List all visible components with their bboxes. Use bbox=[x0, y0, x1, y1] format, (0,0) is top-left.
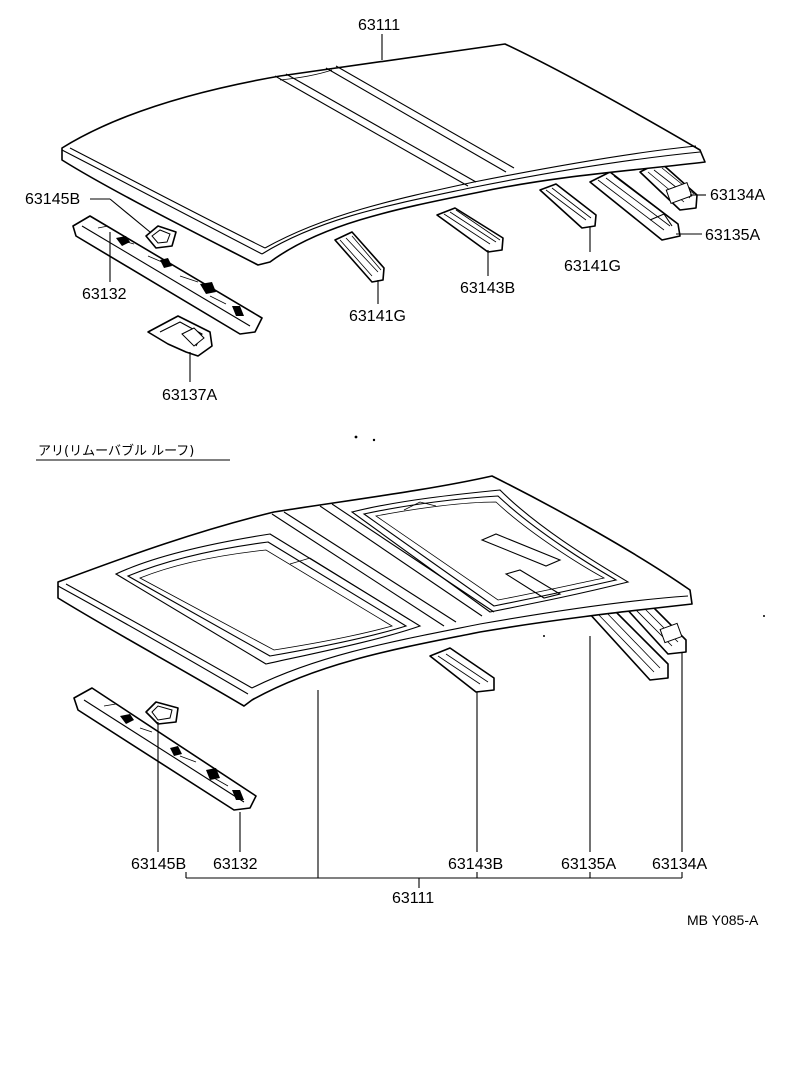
label-63145b-bottom: 63145B bbox=[131, 856, 186, 873]
label-63137a: 63137A bbox=[162, 387, 217, 404]
label-63111-bottom: 63111 bbox=[392, 890, 434, 907]
label-63135a-top: 63135A bbox=[705, 227, 760, 244]
label-63132-bottom: 63132 bbox=[213, 856, 258, 873]
label-63145b-top: 63145B bbox=[25, 191, 80, 208]
label-63132-top: 63132 bbox=[82, 286, 127, 303]
rail-rear-inner-63135a-bottom bbox=[587, 603, 669, 681]
section-title-text: アリ(リムーバブル ルーフ) bbox=[38, 443, 194, 459]
bow-center-63143b-bottom bbox=[429, 647, 495, 693]
label-63134a-bottom: 63134A bbox=[652, 856, 707, 873]
top-roof-assembly: 63111 63134A 63135A 63141G 63143B 63141G… bbox=[25, 17, 765, 404]
rail-rear-63134a bbox=[639, 161, 698, 211]
label-63111-top: 63111 bbox=[358, 17, 400, 34]
bow-center-63143b bbox=[436, 207, 504, 253]
bow-left-63141g bbox=[334, 231, 385, 283]
label-63143b-top: 63143B bbox=[460, 280, 515, 297]
label-63143b-bottom: 63143B bbox=[448, 856, 503, 873]
label-63141g-left: 63141G bbox=[349, 308, 406, 325]
rail-rear-inner-63135a bbox=[589, 171, 681, 241]
label-63141g-right: 63141G bbox=[564, 258, 621, 275]
bottom-leader-lines bbox=[157, 636, 683, 888]
bow-right-63141g bbox=[539, 183, 597, 229]
roof-panel-63111 bbox=[61, 43, 706, 266]
label-63134a-top: 63134A bbox=[710, 187, 765, 204]
section-title-removable-roof: アリ(リムーバブル ルーフ) bbox=[36, 443, 230, 461]
reference-code: MB Y085-A bbox=[687, 912, 759, 928]
print-dot bbox=[354, 435, 358, 439]
top-leader-lines bbox=[90, 34, 706, 382]
print-dot bbox=[543, 635, 545, 637]
bracket-63145b bbox=[145, 225, 177, 249]
bracket-63145b-bottom bbox=[145, 701, 179, 725]
reinforcement-63137a bbox=[147, 315, 213, 357]
print-dot bbox=[763, 615, 765, 617]
roof-panel-63111-bottom bbox=[57, 475, 693, 707]
header-front-63132-bottom bbox=[73, 687, 257, 811]
bottom-roof-assembly: 63145B 63132 63143B 63135A 63134A 63111 bbox=[57, 475, 707, 907]
label-63135a-bottom: 63135A bbox=[561, 856, 616, 873]
print-dot bbox=[372, 438, 376, 442]
